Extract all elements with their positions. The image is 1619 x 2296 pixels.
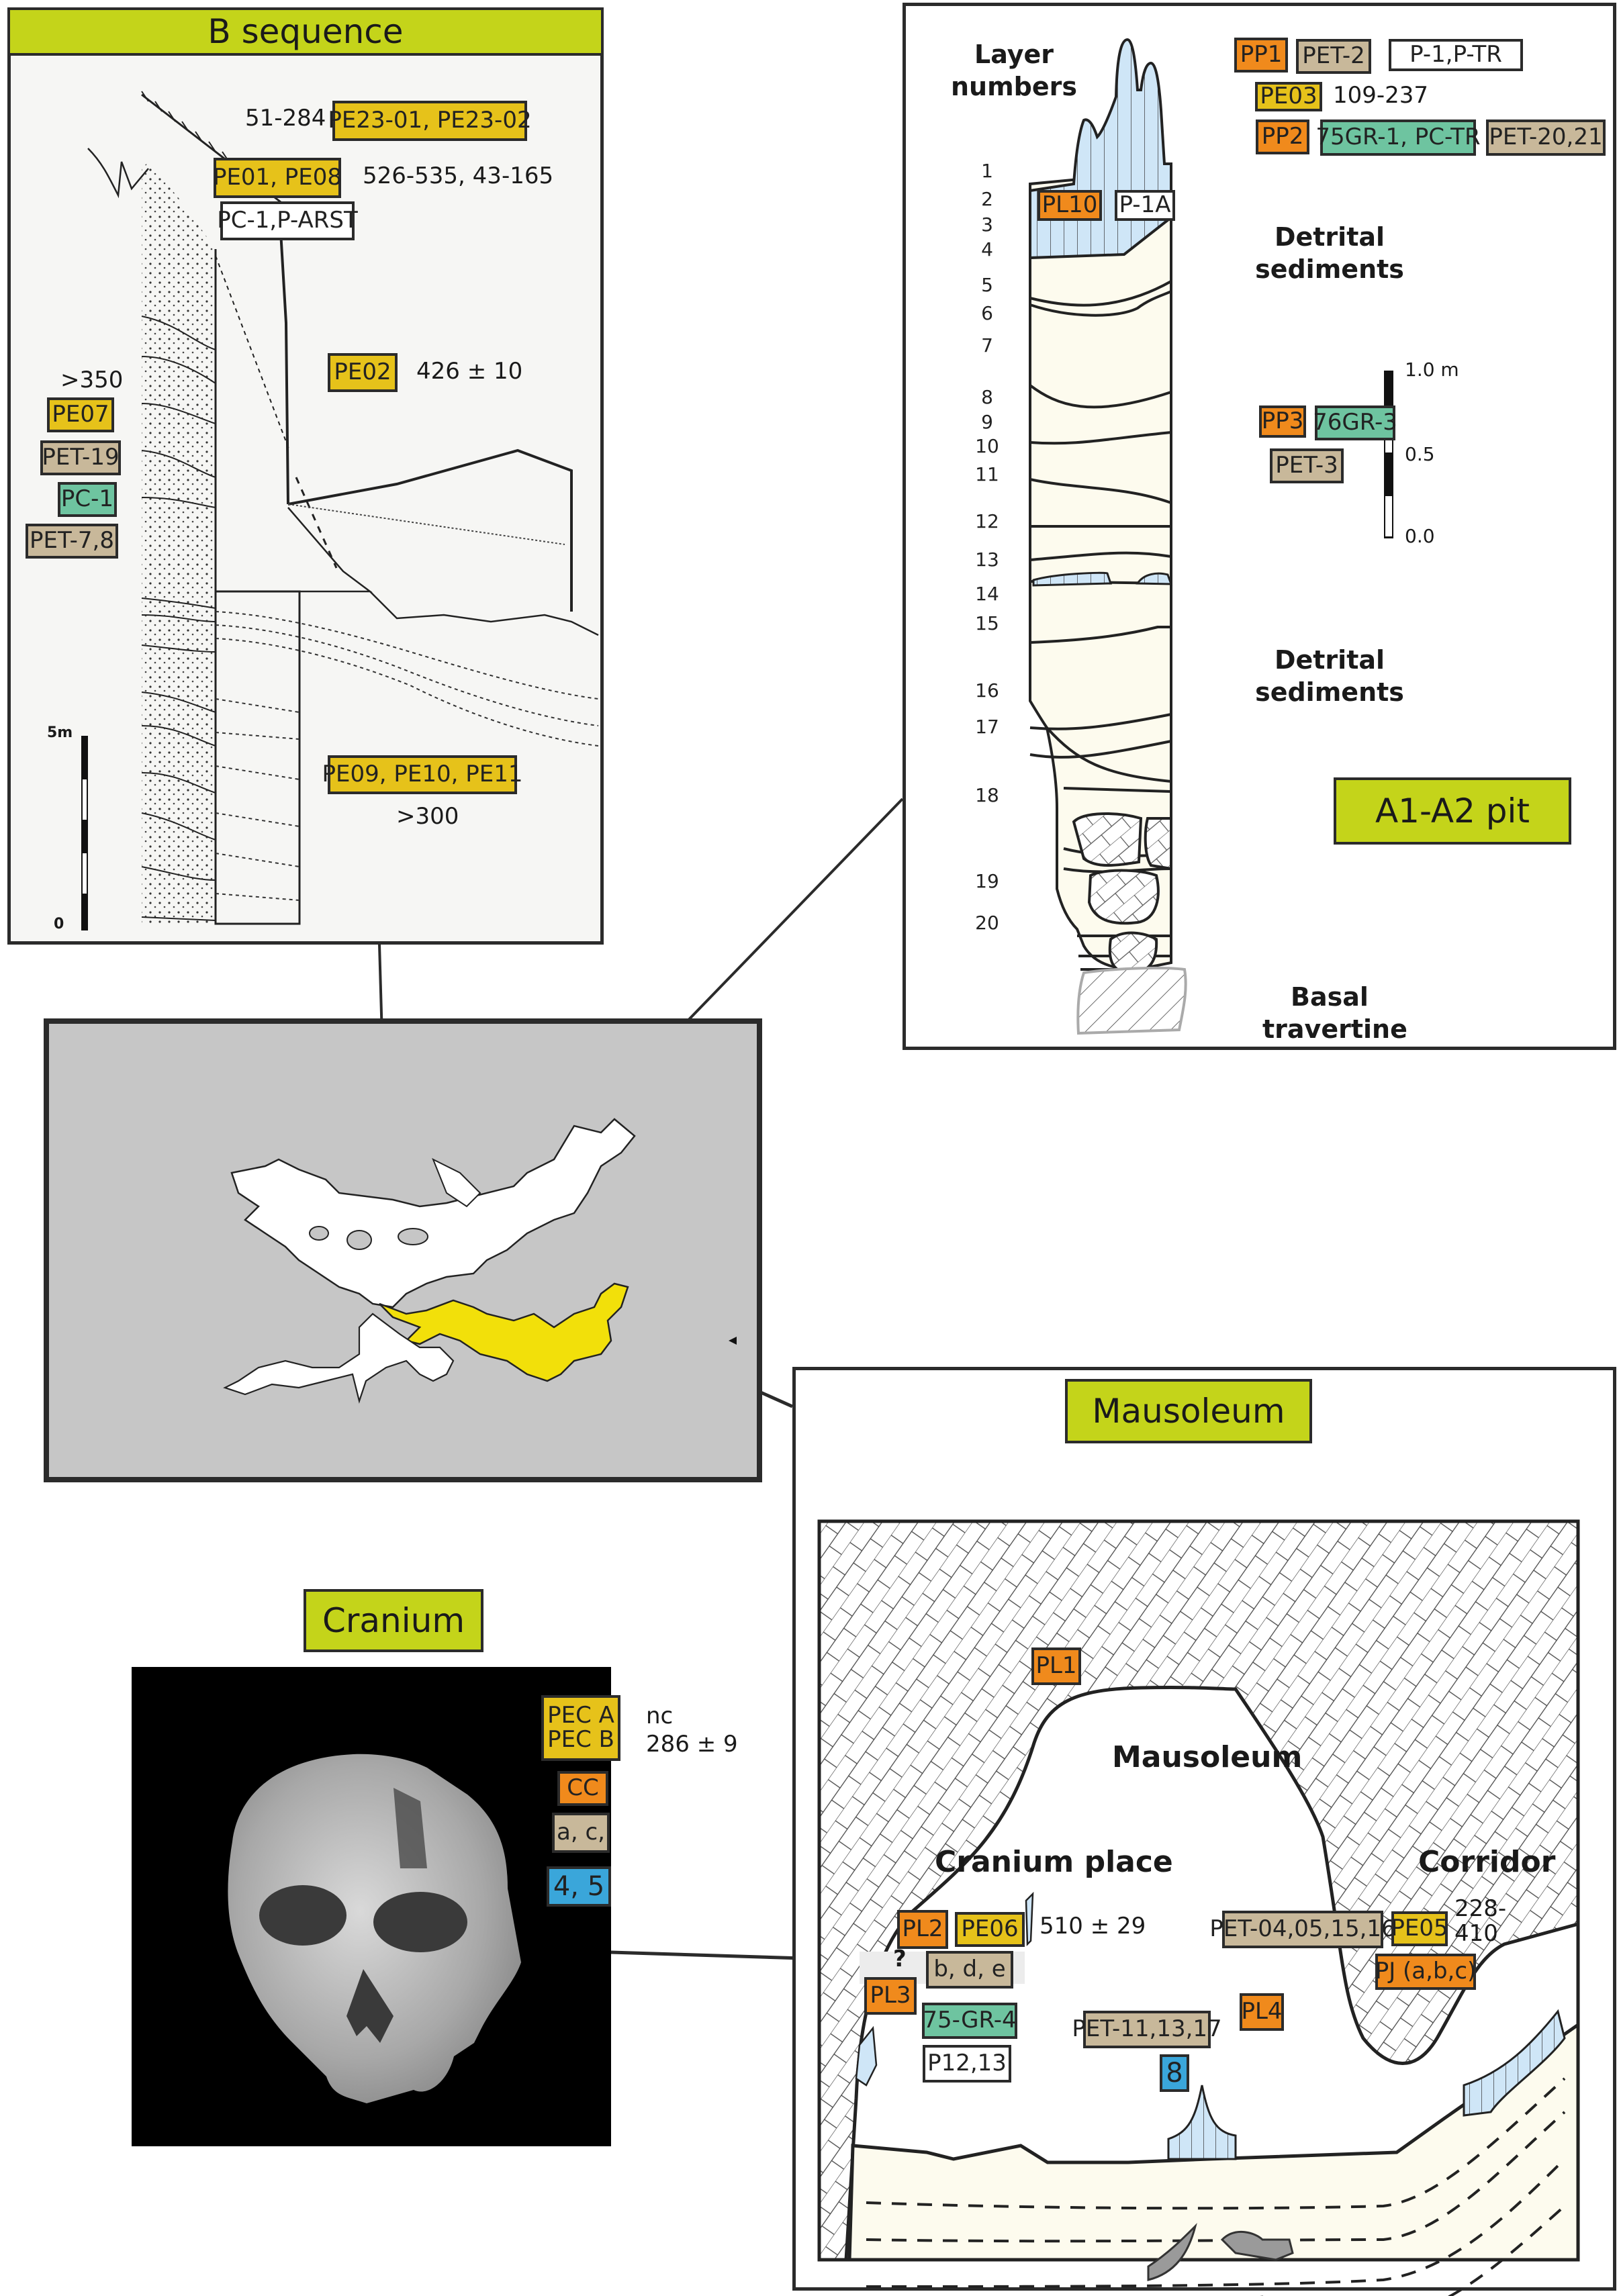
layer-number: 8 xyxy=(981,386,993,408)
a-tag-pp3: PP3 xyxy=(1259,405,1306,438)
area-corridor: Corridor xyxy=(1418,1845,1556,1879)
m-tag-pe06: PE06 xyxy=(955,1912,1025,1947)
a-tag-p1-ptr: P-1,P-TR xyxy=(1389,39,1523,71)
m-tag-pet111317: PET-11,13,17 xyxy=(1072,2011,1222,2048)
basal-travertine-label: Basal travertine xyxy=(1262,982,1407,1044)
m-tag-pl2: PL2 xyxy=(897,1910,948,1949)
layer-number: 4 xyxy=(981,238,993,260)
cranium-tag-ac: a, c, xyxy=(552,1813,610,1853)
m-question-mark: ? xyxy=(893,1946,907,1972)
a-tag-76gr3: 76GR-3 xyxy=(1313,405,1397,440)
m-tag-p1213: P12,13 xyxy=(923,2045,1011,2083)
skull-icon xyxy=(228,1754,521,2103)
b-tag-pc1-parst: PC-1,P-ARST xyxy=(217,201,358,240)
layer-number: 1 xyxy=(981,160,993,182)
a-tag-pl10: PL10 xyxy=(1037,190,1102,221)
mausoleum-section-drawing xyxy=(817,1519,1580,2296)
cranium-tag-45: 4, 5 xyxy=(547,1866,611,1907)
b-value-300: >300 xyxy=(396,803,459,830)
layer-number: 9 xyxy=(981,411,993,433)
b-tag-pe01-pe08: PE01, PE08 xyxy=(213,158,342,198)
layer-number: 18 xyxy=(975,784,999,806)
a-tag-pet2021: PET-20,21 xyxy=(1486,119,1606,156)
cranium-title: Cranium xyxy=(304,1589,483,1652)
a-tag-pp2: PP2 xyxy=(1256,119,1309,154)
b-sequence-section-drawing xyxy=(81,91,599,930)
detrital-sediments-upper: Detrital sediments xyxy=(1255,222,1404,284)
a-tag-pp1: PP1 xyxy=(1234,38,1288,73)
layer-number: 15 xyxy=(975,612,999,634)
a1a2-pit-column-drawing xyxy=(1029,38,1393,1035)
a-tag-pet3: PET-3 xyxy=(1270,448,1344,483)
m-tag-pl1: PL1 xyxy=(1031,1647,1081,1685)
layer-number: 2 xyxy=(981,188,993,210)
b-tag-pc1: PC-1 xyxy=(58,482,117,517)
m-tag-8: 8 xyxy=(1160,2054,1189,2092)
a-scale-top: 1.0 m xyxy=(1405,358,1459,381)
cave-map-drawing xyxy=(223,1118,737,1404)
a-scale-mid: 0.5 xyxy=(1405,443,1435,465)
m-tag-bde: b, d, e xyxy=(926,1951,1013,1989)
cranium-value-nc: nc xyxy=(646,1703,674,1729)
m-value-228-410: 228- 410 xyxy=(1454,1895,1507,1948)
layer-number: 14 xyxy=(975,583,999,605)
b-value-426: 426 ± 10 xyxy=(416,358,523,385)
a1a2-pit-title: A1-A2 pit xyxy=(1334,777,1571,845)
cranium-tag-cc: CC xyxy=(557,1771,608,1806)
layer-number: 10 xyxy=(975,435,999,457)
a-tag-p1a: P-1A xyxy=(1115,190,1175,221)
layer-number: 11 xyxy=(975,463,999,485)
a-value-109-237: 109-237 xyxy=(1333,82,1429,109)
m-tag-pj: PJ (a,b,c) xyxy=(1375,1954,1476,1990)
layer-number: 6 xyxy=(981,302,993,324)
b-value-526-535: 526-535, 43-165 xyxy=(363,162,554,189)
a-tag-pe03: PE03 xyxy=(1255,82,1322,111)
cranium-photo xyxy=(132,1667,611,2146)
m-tag-pet04: PET-04,05,15,16 xyxy=(1209,1911,1396,1948)
layer-number: 7 xyxy=(981,334,993,356)
cranium-value-286: 286 ± 9 xyxy=(646,1731,738,1758)
m-tag-pe05: PE05 xyxy=(1391,1911,1448,1946)
a-tag-pet2: PET-2 xyxy=(1296,39,1371,74)
layer-numbers-heading: Layer numbers xyxy=(950,40,1078,101)
pec-label: PEC A PEC B xyxy=(547,1702,614,1753)
a-tag-75gr1-pctr: 75GR-1, PC-TR xyxy=(1315,119,1481,156)
m-value-510: 510 ± 29 xyxy=(1039,1913,1146,1940)
b-sequence-title: B sequence xyxy=(7,7,604,56)
a-scale-bottom: 0.0 xyxy=(1405,525,1435,547)
m-tag-pl4: PL4 xyxy=(1240,1993,1284,2031)
layer-number: 19 xyxy=(975,870,999,892)
b-scale-bottom-label: 0 xyxy=(54,916,64,932)
detrital-sediments-lower: Detrital sediments xyxy=(1255,645,1404,707)
layer-number: 17 xyxy=(975,716,999,738)
layer-number: 12 xyxy=(975,510,999,532)
b-tag-pet19: PET-19 xyxy=(40,440,121,475)
cranium-tag-pec: PEC A PEC B xyxy=(541,1695,620,1761)
area-mausoleum: Mausoleum xyxy=(1112,1740,1303,1774)
layer-number: 20 xyxy=(975,912,999,934)
area-cranium-place: Cranium place xyxy=(935,1845,1173,1879)
layer-number: 3 xyxy=(981,213,993,236)
mausoleum-title: Mausoleum xyxy=(1065,1379,1312,1443)
layer-number: 5 xyxy=(981,274,993,296)
layer-number: 13 xyxy=(975,548,999,571)
b-tag-pe23: PE23-01, PE23-02 xyxy=(328,101,532,141)
b-tag-pe02: PE02 xyxy=(328,353,398,392)
b-value-350: >350 xyxy=(60,367,124,393)
m-tag-75gr4: 75-GR-4 xyxy=(922,2003,1017,2039)
a1a2-pit-panel xyxy=(903,3,1616,1050)
b-value-51-284: 51-284 xyxy=(245,105,326,132)
b-tag-pe07: PE07 xyxy=(47,397,114,432)
m-tag-pl3: PL3 xyxy=(864,1977,917,2015)
layer-number: 16 xyxy=(975,679,999,702)
b-tag-pe09-pe11: PE09, PE10, PE11 xyxy=(322,755,523,794)
b-tag-pet78: PET-7,8 xyxy=(26,524,118,559)
b-scale-top-label: 5m xyxy=(47,724,73,741)
